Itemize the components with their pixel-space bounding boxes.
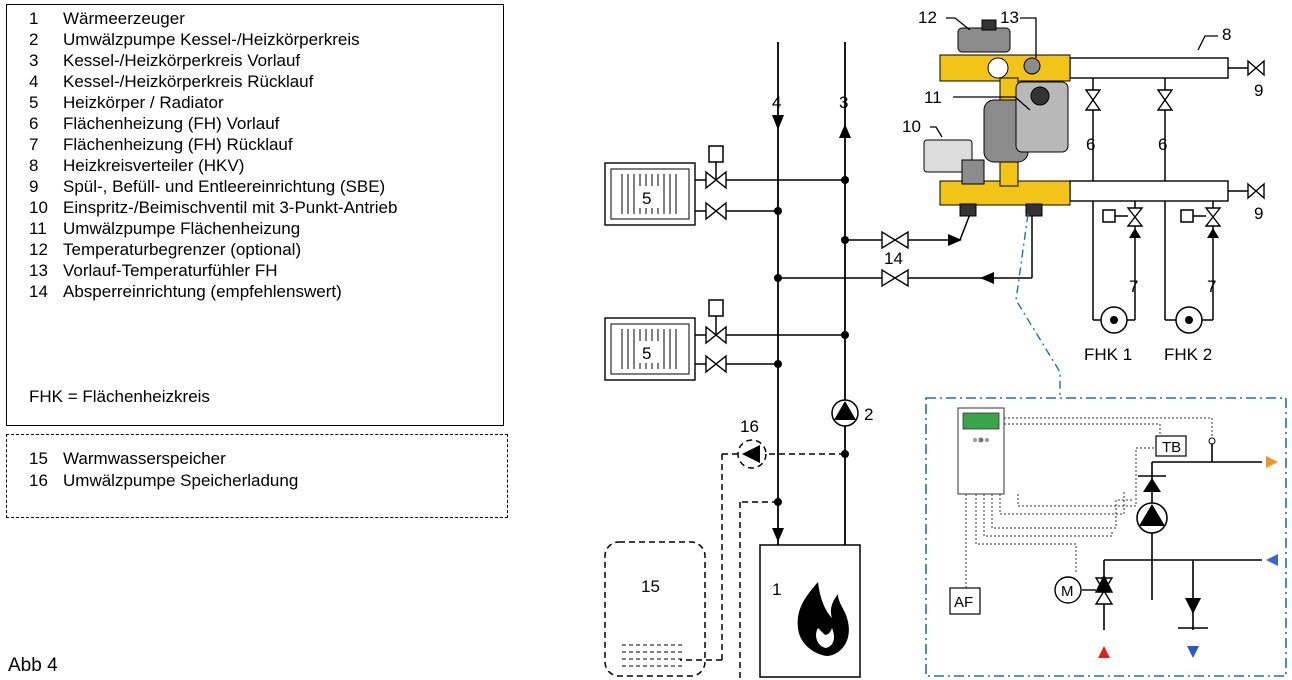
label-5-upper: 5 (642, 189, 651, 208)
svg-text:M: M (1061, 583, 1074, 600)
valve-icon (705, 170, 727, 374)
label-7-right: 7 (1207, 277, 1216, 296)
label-1: 1 (772, 580, 781, 599)
label-tb: TB (1162, 439, 1181, 456)
pipe-junctions (774, 176, 849, 506)
label-9-lower: 9 (1254, 204, 1263, 223)
valve-icon (1094, 574, 1114, 605)
label-8: 8 (1222, 25, 1231, 44)
label-6-left: 6 (1086, 135, 1095, 154)
label-af: AF (954, 594, 973, 611)
return-in-marker (1266, 554, 1278, 566)
control-detail: TB AF M (925, 397, 1287, 677)
label-9-upper: 9 (1254, 81, 1263, 100)
label-15: 15 (641, 577, 660, 596)
storage-loading-circuit (604, 439, 845, 680)
label-16: 16 (740, 417, 759, 436)
blue-marker (1187, 646, 1199, 658)
legend-note: FHK = Flächenheizkreis (29, 387, 210, 406)
label-fhk2: FHK 2 (1164, 345, 1212, 364)
label-7-left: 7 (1129, 277, 1138, 296)
label-14: 14 (884, 249, 903, 268)
valve-icon (1247, 59, 1265, 200)
heating-distributor (1069, 57, 1248, 202)
detail-leader (1015, 213, 1061, 398)
fh-return-arrow (1129, 228, 1141, 238)
label-5-lower: 5 (642, 344, 651, 363)
radiator-lower: 5 (604, 317, 696, 381)
flow-out-marker (1266, 456, 1278, 468)
pump-icon (1136, 502, 1168, 534)
figure-caption: Abb 4 (8, 655, 58, 676)
radiator-upper: 5 (604, 162, 696, 226)
pump-icon (831, 399, 859, 427)
red-marker (1098, 646, 1110, 658)
detail-check-valve (1143, 478, 1161, 492)
label-12: 12 (918, 8, 937, 27)
pump-icon (742, 445, 760, 463)
main-pipes (777, 42, 846, 545)
label-13: 13 (1000, 8, 1019, 27)
fh-return-arrow (1207, 228, 1219, 238)
label-10: 10 (902, 117, 921, 136)
flow-arrow (839, 124, 851, 138)
label-fhk1: FHK 1 (1084, 345, 1132, 364)
mixer-flow-arrow (948, 234, 962, 246)
flame-icon (797, 582, 849, 656)
label-3: 3 (839, 93, 848, 112)
storage-coil (622, 644, 682, 667)
label-4: 4 (772, 93, 781, 112)
label-2: 2 (864, 405, 873, 424)
label-11: 11 (924, 88, 942, 107)
fh-loop-symbols (1100, 306, 1203, 334)
motor-icon: M (1054, 576, 1082, 604)
mixer-return-arrow (980, 272, 994, 284)
boiler-inlet-arrow (772, 528, 784, 542)
boiler: 1 (759, 544, 861, 678)
valve-icon (881, 230, 909, 288)
mixing-station (923, 19, 1071, 217)
return-arrow (772, 115, 784, 130)
valve-icon (1084, 89, 1222, 227)
detail-return-valve (1185, 598, 1201, 614)
label-6-right: 6 (1158, 135, 1167, 154)
